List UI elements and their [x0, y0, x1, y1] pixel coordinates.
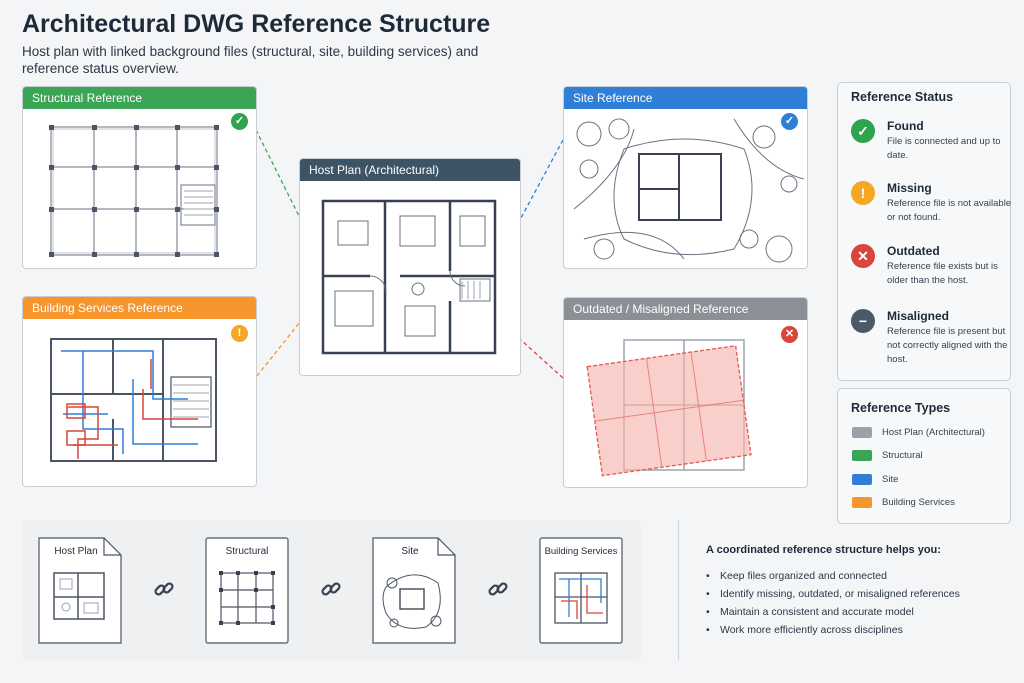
list-item: Maintain a consistent and accurate model	[706, 606, 960, 624]
reference-status-title: Reference Status	[851, 90, 954, 104]
host-plan-card[interactable]: Host Plan (Architectural)	[299, 158, 521, 376]
site-reference-card[interactable]: Site Reference ✓	[563, 86, 808, 269]
divider	[678, 520, 679, 660]
host-plan-drawing	[321, 199, 497, 355]
link-icon	[487, 578, 509, 600]
found-status-icon: ✓	[781, 113, 798, 130]
check-icon: ✓	[851, 119, 875, 143]
file-structural[interactable]: Structural	[205, 537, 289, 644]
file-thumbnail	[372, 537, 456, 644]
list-item: Keep files organized and connected	[706, 570, 960, 588]
link-icon	[153, 578, 175, 600]
warning-icon: !	[851, 181, 875, 205]
file-thumbnail	[38, 537, 122, 644]
misaligned-plan-drawing	[586, 339, 752, 477]
reference-types-panel: Reference Types Host Plan (Architectural…	[837, 388, 1011, 524]
building-services-plan-drawing	[50, 338, 217, 462]
missing-status-icon: !	[231, 325, 248, 342]
list-item: Work more efficiently across disciplines	[706, 624, 960, 642]
status-misaligned: − Misaligned Reference file is present b…	[851, 309, 1011, 369]
legend-swatch	[852, 450, 872, 461]
reference-types-title: Reference Types	[851, 401, 951, 415]
legend-swatch	[852, 474, 872, 485]
list-item: Identify missing, outdated, or misaligne…	[706, 588, 960, 606]
benefits-heading: A coordinated reference structure helps …	[706, 544, 941, 556]
file-label: Building Services	[544, 546, 618, 557]
legend-swatch	[852, 497, 872, 508]
found-status-icon: ✓	[231, 113, 248, 130]
page-title: Architectural DWG Reference Structure	[22, 10, 491, 38]
file-label: Host Plan	[54, 546, 98, 557]
status-missing: ! Missing Reference file is not availabl…	[851, 181, 1011, 231]
outdated-misaligned-reference-card[interactable]: Outdated / Misaligned Reference ✕	[563, 297, 808, 488]
minus-icon: −	[851, 309, 875, 333]
outdated-misaligned-reference-header: Outdated / Misaligned Reference	[564, 298, 807, 320]
file-thumbnail	[539, 537, 623, 644]
file-label: Structural	[225, 546, 269, 557]
page-subtitle: Host plan with linked background files (…	[22, 44, 479, 76]
outdated-status-icon: ✕	[781, 326, 798, 343]
structural-plan-drawing	[49, 125, 219, 257]
status-outdated: ✕ Outdated Reference file exists but is …	[851, 244, 1011, 294]
file-site[interactable]: Site	[372, 537, 456, 644]
file-label: Site	[401, 546, 419, 557]
building-services-reference-header: Building Services Reference	[23, 297, 256, 319]
site-plan-drawing	[573, 118, 805, 263]
site-reference-header: Site Reference	[564, 87, 807, 109]
legend-swatch	[852, 427, 872, 438]
host-plan-header: Host Plan (Architectural)	[300, 159, 520, 181]
close-icon: ✕	[851, 244, 875, 268]
file-building-services[interactable]: Building Services	[539, 537, 623, 644]
link-icon	[320, 578, 342, 600]
reference-status-panel: Reference Status ✓ Found File is connect…	[837, 82, 1011, 381]
file-thumbnail	[205, 537, 289, 644]
status-found: ✓ Found File is connected and up to date…	[851, 119, 1011, 169]
benefits-list: Keep files organized and connected Ident…	[706, 570, 960, 642]
file-host-plan[interactable]: Host Plan	[38, 537, 122, 644]
structural-reference-header: Structural Reference	[23, 87, 256, 109]
structural-reference-card[interactable]: Structural Reference ✓	[22, 86, 257, 269]
building-services-reference-card[interactable]: Building Services Reference !	[22, 296, 257, 487]
